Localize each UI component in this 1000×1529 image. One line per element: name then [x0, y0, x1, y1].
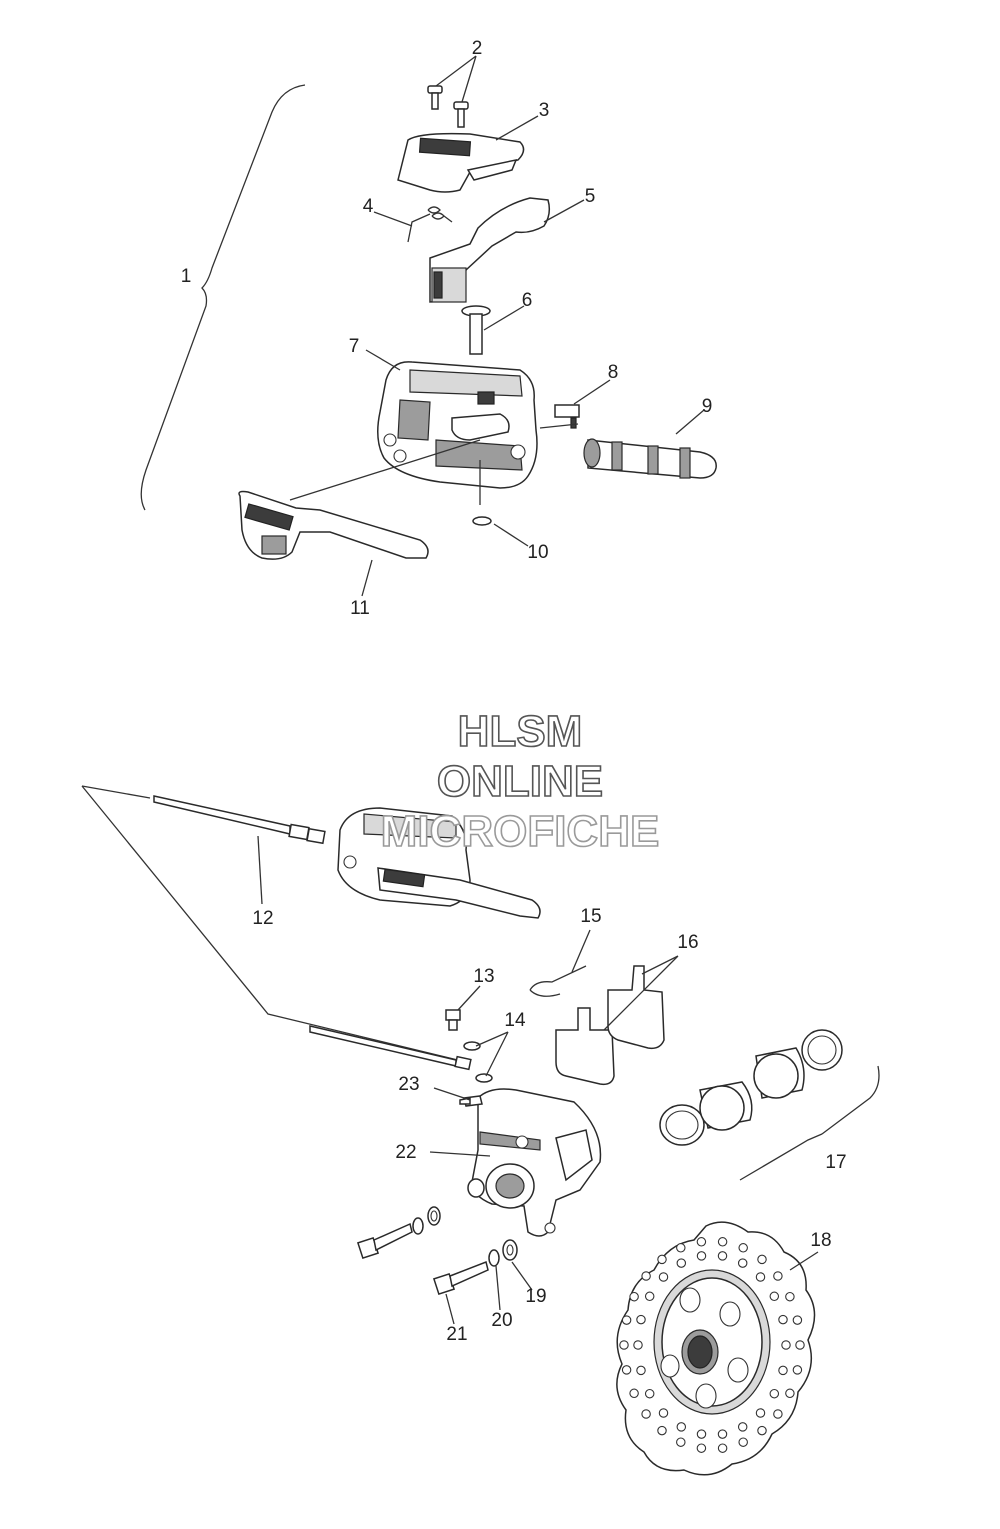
watermark-line-1: HLSM	[458, 707, 583, 756]
brake-hose	[81, 785, 472, 1071]
disc-vent-hole	[657, 1425, 667, 1436]
disc-vent-hole	[657, 1254, 667, 1265]
disc-vent-hole	[773, 1409, 783, 1419]
disc-vent-hole	[676, 1422, 687, 1432]
banjo-bolt	[445, 1009, 461, 1031]
watermark-line-2: ONLINE	[437, 757, 603, 806]
retaining-clip	[472, 516, 492, 526]
disc-vent-hole	[621, 1365, 632, 1375]
callout-19: 19	[525, 1286, 546, 1307]
callout-22: 22	[395, 1142, 416, 1163]
callout-20: 20	[491, 1310, 512, 1331]
disc-vent-hole	[737, 1422, 748, 1432]
disc-vent-hole	[633, 1340, 643, 1350]
pivot-pin	[461, 305, 491, 355]
callout-3: 3	[539, 100, 550, 121]
disc-vent-hole	[737, 1258, 748, 1268]
disc-vent-hole	[757, 1425, 767, 1436]
master-cylinder-body	[377, 361, 538, 505]
disc-vent-hole	[676, 1243, 686, 1253]
callout-18: 18	[810, 1230, 831, 1251]
disc-vent-hole	[781, 1340, 791, 1350]
disc-vent-hole	[757, 1254, 767, 1265]
disc-vent-hole	[785, 1291, 795, 1302]
disc-vent-hole	[658, 1272, 669, 1282]
disc-vent-hole	[621, 1315, 632, 1325]
disc-vent-hole	[658, 1408, 669, 1418]
disc-vent-hole	[644, 1388, 655, 1399]
leader-lines-lower	[257, 835, 819, 1325]
disc-vent-hole	[738, 1243, 748, 1253]
return-spring	[407, 206, 453, 243]
disc-vent-hole	[676, 1258, 687, 1268]
callout-13: 13	[473, 966, 494, 987]
disc-vent-hole	[641, 1271, 651, 1281]
disc-vent-hole	[696, 1443, 707, 1453]
screw-pair	[427, 85, 469, 128]
callout-10: 10	[527, 542, 548, 563]
brake-lever	[238, 490, 429, 560]
disc-vent-hole	[717, 1237, 728, 1247]
callout-6: 6	[522, 290, 533, 311]
callout-9: 9	[702, 396, 713, 417]
callout-23: 23	[398, 1074, 419, 1095]
assembly-bracket	[140, 84, 306, 511]
callout-2: 2	[472, 38, 483, 59]
disc-vent-hole	[629, 1291, 639, 1302]
disc-vent-hole	[778, 1365, 788, 1376]
disc-vent-hole	[644, 1291, 655, 1302]
watermark-line-3: MICROFICHE	[381, 807, 660, 856]
disc-vent-hole	[785, 1388, 795, 1399]
disc-vent-hole	[717, 1429, 728, 1439]
leader-lines-upper	[289, 55, 705, 597]
brake-switch	[554, 404, 580, 429]
disc-vent-hole	[696, 1429, 707, 1439]
callout-16: 16	[677, 932, 698, 953]
disc-vent-hole	[792, 1365, 803, 1375]
callout-1: 1	[181, 266, 192, 287]
brake-pad-pair	[555, 965, 665, 1086]
callout-7: 7	[349, 336, 360, 357]
disc-vent-hole	[792, 1315, 803, 1325]
caliper-bolts	[356, 1206, 518, 1296]
callout-5: 5	[585, 186, 596, 207]
disc-vent-hole	[717, 1443, 728, 1453]
callout-17: 17	[825, 1152, 846, 1173]
disc-vent-hole	[738, 1437, 748, 1447]
disc-vent-hole	[755, 1408, 766, 1418]
piston-assembly	[583, 438, 717, 479]
lever-arm	[429, 197, 551, 303]
disc-vent-hole	[629, 1388, 639, 1399]
brake-disc	[616, 1221, 816, 1476]
caliper-piston-set	[659, 1029, 880, 1181]
callout-21: 21	[446, 1324, 467, 1345]
disc-vent-hole	[636, 1365, 646, 1376]
disc-vent-hole	[755, 1272, 766, 1282]
callout-15: 15	[580, 906, 601, 927]
disc-vent-hole	[676, 1437, 686, 1447]
disc-vent-hole	[773, 1271, 783, 1281]
disc-vent-hole	[769, 1388, 780, 1399]
crush-washers	[463, 1041, 493, 1083]
disc-vent-hole	[696, 1237, 707, 1247]
disc-vent-hole	[778, 1314, 788, 1325]
callout-8: 8	[608, 362, 619, 383]
disc-vent-hole	[696, 1251, 707, 1261]
disc-vent-hole	[641, 1409, 651, 1419]
pad-retaining-pin	[529, 965, 587, 997]
disc-vent-hole	[619, 1340, 629, 1350]
brake-caliper	[459, 1088, 602, 1237]
disc-vent-hole	[636, 1314, 646, 1325]
callout-11: 11	[350, 598, 370, 619]
callout-14: 14	[504, 1010, 526, 1031]
callout-12: 12	[252, 908, 273, 929]
master-cylinder-assembled	[337, 807, 541, 919]
callout-4: 4	[363, 196, 374, 217]
reservoir-cover	[397, 132, 525, 193]
disc-vent-hole	[769, 1291, 780, 1302]
disc-vent-hole	[717, 1251, 728, 1261]
disc-vent-hole	[795, 1340, 805, 1350]
